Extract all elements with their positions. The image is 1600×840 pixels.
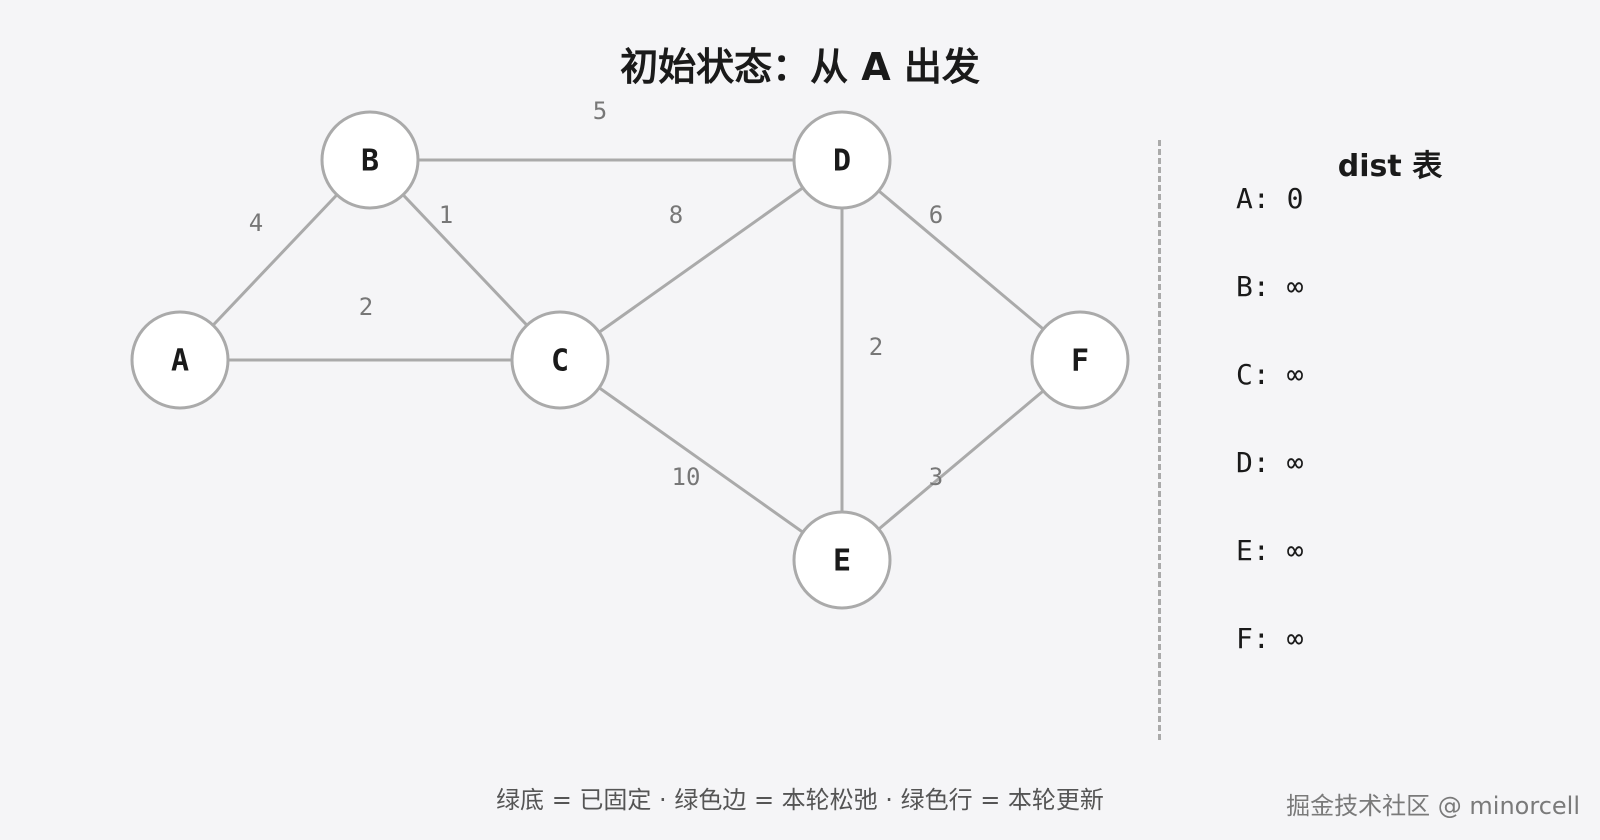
edge-weight-e-f: 3	[929, 463, 943, 491]
dist-row-f: F: ∞	[1236, 622, 1304, 655]
edge-weight-a-b: 4	[249, 209, 263, 237]
node-label: A	[171, 344, 189, 379]
node-a: A	[130, 310, 230, 410]
dist-table-title: dist 表	[1337, 149, 1443, 184]
edge-c-e	[559, 358, 843, 562]
node-label: E	[833, 544, 851, 579]
edge-weights-layer: 4 2 1 5 8 10 2 6 3	[249, 97, 943, 491]
node-circle	[320, 110, 420, 210]
edge-weight-b-d: 5	[593, 97, 607, 125]
dist-row-a: A: 0	[1236, 182, 1304, 215]
node-circle	[792, 510, 892, 610]
edges-layer	[178, 158, 1081, 562]
node-label: B	[361, 144, 379, 179]
edge-weight-d-e: 2	[869, 333, 883, 361]
nodes-layer: A B C D E F	[130, 110, 1130, 610]
dist-row-b: B: ∞	[1236, 270, 1304, 303]
edge-weight-a-c: 2	[359, 293, 373, 321]
edge-weight-b-c: 1	[439, 201, 453, 229]
node-d: D	[792, 110, 892, 210]
panel-divider	[1158, 140, 1161, 740]
node-f: F	[1030, 310, 1130, 410]
node-label: F	[1071, 344, 1089, 379]
node-b: B	[320, 110, 420, 210]
edge-e-f	[841, 358, 1081, 562]
edge-weight-d-f: 6	[929, 201, 943, 229]
node-label: C	[551, 344, 569, 379]
diagram-title: 初始状态：从 A 出发	[620, 45, 980, 89]
node-circle	[130, 310, 230, 410]
edge-c-d	[559, 158, 843, 362]
dist-row-d: D: ∞	[1236, 446, 1304, 479]
node-e: E	[792, 510, 892, 610]
dist-row-e: E: ∞	[1236, 534, 1304, 567]
node-label: D	[833, 144, 851, 179]
edge-weight-c-e: 10	[672, 463, 701, 491]
dist-row-c: C: ∞	[1236, 358, 1304, 391]
node-circle	[792, 110, 892, 210]
node-c: C	[510, 310, 610, 410]
legend-caption: 绿底 = 已固定 · 绿色边 = 本轮松弛 · 绿色行 = 本轮更新	[496, 786, 1104, 814]
node-circle	[510, 310, 610, 410]
edge-d-f	[841, 158, 1081, 362]
node-circle	[1030, 310, 1130, 410]
watermark: 掘金技术社区 @ minorcell	[1286, 792, 1580, 820]
edge-weight-c-d: 8	[669, 201, 683, 229]
